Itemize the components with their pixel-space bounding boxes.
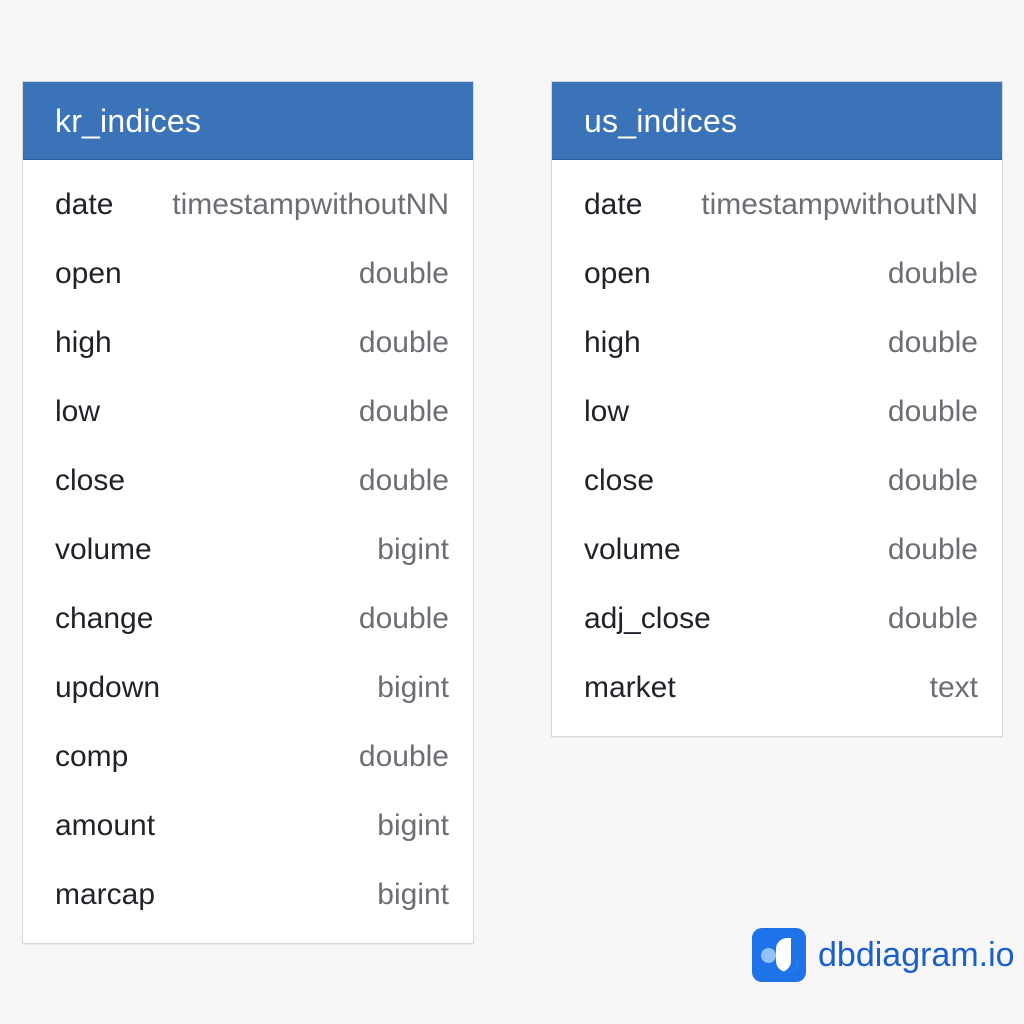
field-type: double [887, 463, 978, 497]
field-row-low[interactable]: low double [552, 377, 1002, 446]
field-row-adj-close[interactable]: adj_close double [552, 584, 1002, 653]
field-row-comp[interactable]: comp double [23, 722, 473, 791]
field-type: timestampwithoutNN [172, 187, 449, 221]
table-kr-indices[interactable]: kr_indices date timestampwithoutNN open … [22, 81, 474, 944]
field-name: open [584, 256, 651, 290]
field-type: double [358, 601, 449, 635]
table-title-us-indices: us_indices [584, 102, 738, 139]
field-row-close[interactable]: close double [552, 446, 1002, 515]
field-row-marcap[interactable]: marcap bigint [23, 860, 473, 929]
field-row-date[interactable]: date timestampwithoutNN [23, 170, 473, 239]
field-type: double [358, 739, 449, 773]
field-name: adj_close [584, 601, 711, 635]
field-name: low [55, 394, 101, 428]
field-row-date[interactable]: date timestampwithoutNN [552, 170, 1002, 239]
field-type: double [887, 256, 978, 290]
field-type: double [358, 256, 449, 290]
field-name: date [584, 187, 643, 221]
field-type: bigint [377, 670, 449, 704]
table-us-indices[interactable]: us_indices date timestampwithoutNN open … [551, 81, 1003, 737]
table-title-kr-indices: kr_indices [55, 102, 202, 139]
field-row-low[interactable]: low double [23, 377, 473, 446]
field-row-close[interactable]: close double [23, 446, 473, 515]
dbdiagram-brand-text: dbdiagram.io [818, 936, 1015, 974]
field-type: double [358, 394, 449, 428]
field-type: double [887, 601, 978, 635]
field-type: text [929, 670, 978, 704]
field-row-market[interactable]: market text [552, 653, 1002, 722]
field-row-volume[interactable]: volume bigint [23, 515, 473, 584]
field-row-open[interactable]: open double [23, 239, 473, 308]
field-row-open[interactable]: open double [552, 239, 1002, 308]
field-type: double [887, 325, 978, 359]
field-list-us-indices: date timestampwithoutNN open double high… [552, 160, 1002, 736]
field-row-volume[interactable]: volume double [552, 515, 1002, 584]
field-list-kr-indices: date timestampwithoutNN open double high… [23, 160, 473, 943]
field-row-amount[interactable]: amount bigint [23, 791, 473, 860]
field-type: bigint [377, 877, 449, 911]
dbdiagram-logo-icon [752, 928, 806, 982]
field-type: timestampwithoutNN [701, 187, 978, 221]
field-name: comp [55, 739, 129, 773]
field-row-high[interactable]: high double [23, 308, 473, 377]
table-header-us-indices[interactable]: us_indices [552, 82, 1002, 160]
field-name: high [584, 325, 641, 359]
field-type: double [358, 463, 449, 497]
field-name: open [55, 256, 122, 290]
field-type: double [887, 394, 978, 428]
field-name: date [55, 187, 114, 221]
field-name: low [584, 394, 630, 428]
field-name: market [584, 670, 676, 704]
field-row-change[interactable]: change double [23, 584, 473, 653]
field-name: amount [55, 808, 156, 842]
table-header-kr-indices[interactable]: kr_indices [23, 82, 473, 160]
field-name: volume [55, 532, 152, 566]
field-name: updown [55, 670, 161, 704]
field-name: close [55, 463, 126, 497]
field-type: double [358, 325, 449, 359]
field-name: volume [584, 532, 681, 566]
field-row-high[interactable]: high double [552, 308, 1002, 377]
field-type: double [887, 532, 978, 566]
field-type: bigint [377, 808, 449, 842]
field-name: close [584, 463, 655, 497]
field-name: high [55, 325, 112, 359]
dbdiagram-branding: dbdiagram.io [752, 927, 1015, 983]
field-row-updown[interactable]: updown bigint [23, 653, 473, 722]
field-name: marcap [55, 877, 156, 911]
field-type: bigint [377, 532, 449, 566]
field-name: change [55, 601, 154, 635]
